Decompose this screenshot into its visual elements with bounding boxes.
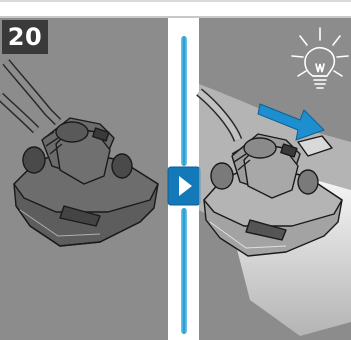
pointer-arrow-icon [257,103,325,141]
top-rule-lower [0,16,351,18]
light-bulb-icon [291,27,349,89]
divider-line-top [181,36,187,166]
nozzle-after [196,88,343,257]
nozzle-before [0,59,159,247]
top-rule [0,0,351,2]
step-number-badge: 20 [2,20,48,54]
divider-line-bottom [181,208,187,334]
play-arrow-icon [167,166,201,206]
